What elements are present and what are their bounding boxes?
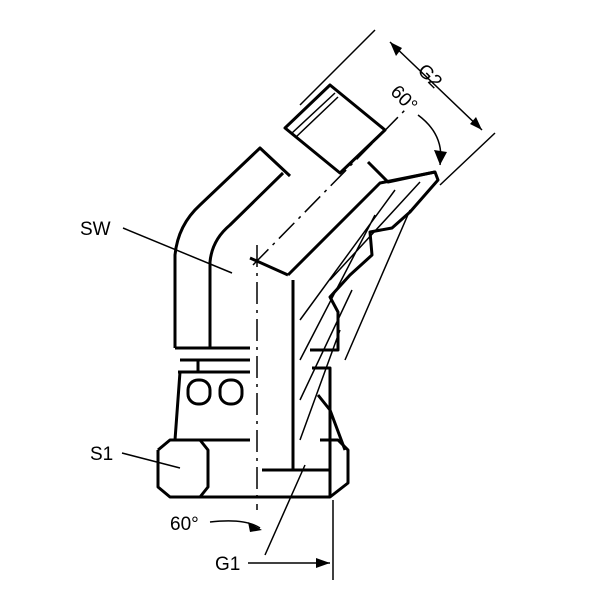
sw-leader <box>122 227 233 274</box>
g1-dimension-line <box>248 500 334 580</box>
upper-nut <box>283 83 387 175</box>
g2-dimension-line <box>299 29 496 186</box>
label-angle-top: 60° <box>386 81 421 116</box>
collar <box>175 346 250 374</box>
hatch-lines <box>299 181 421 441</box>
nut-bottom-line <box>262 366 347 497</box>
hole-1 <box>186 378 212 406</box>
label-sw: SW <box>80 219 111 240</box>
s1-leader <box>121 452 181 469</box>
lower-sleeve <box>173 370 250 441</box>
hex-nut <box>156 438 350 499</box>
g1-arrow <box>316 558 330 568</box>
angle-bottom-arrow <box>248 522 262 532</box>
label-s1: S1 <box>90 444 113 465</box>
body-inner-contour <box>208 171 285 348</box>
g2-arrow-heads <box>390 42 482 130</box>
label-angle-bottom: 60° <box>170 514 199 535</box>
angle-bottom-leader <box>209 464 306 556</box>
nut-edge-lines <box>291 92 339 138</box>
angle-top-arrow <box>434 150 447 165</box>
label-g1: G1 <box>215 554 240 575</box>
label-g2: G2 <box>413 60 446 93</box>
hole-2 <box>218 378 244 406</box>
body-outer-contour <box>173 146 292 348</box>
